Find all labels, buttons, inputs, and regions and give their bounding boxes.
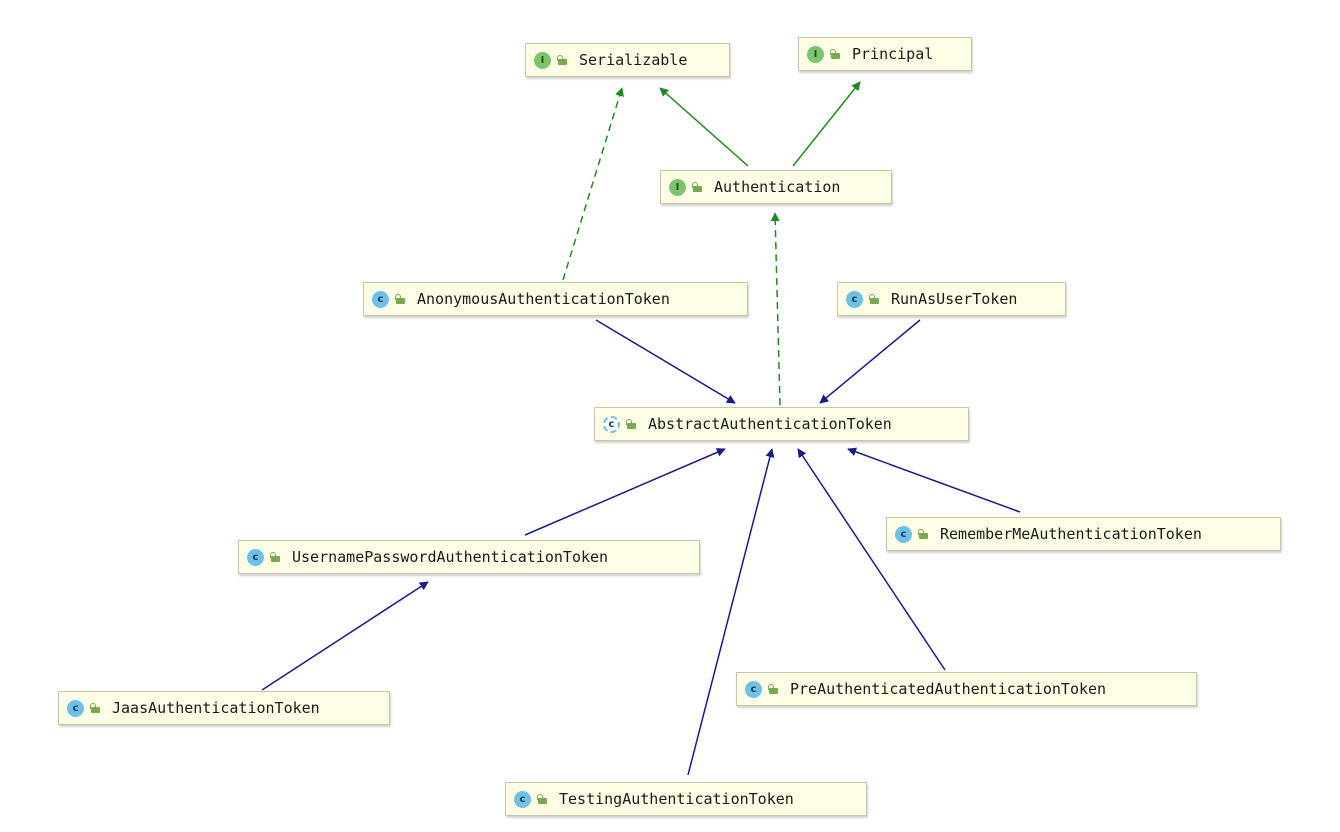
node-serializable[interactable]: I Serializable: [525, 43, 730, 77]
lock-icon: [557, 55, 567, 65]
node-label: AnonymousAuthenticationToken: [417, 290, 670, 308]
node-preauthenticated-authentication-token[interactable]: c PreAuthenticatedAuthenticationToken: [736, 672, 1197, 706]
edge-jaas-to-usernamepassword: [261, 581, 429, 691]
edge-anonymous-to-abstract: [595, 319, 736, 404]
edge-usernamepassword-to-abstract: [524, 448, 726, 536]
lock-icon: [270, 552, 280, 562]
lock-icon: [918, 529, 928, 539]
class-icon: c: [514, 790, 531, 808]
node-label: RememberMeAuthenticationToken: [940, 525, 1202, 543]
node-label: PreAuthenticatedAuthenticationToken: [790, 680, 1107, 698]
node-label: Serializable: [579, 51, 688, 69]
class-icon: c: [372, 290, 389, 308]
lock-icon: [90, 703, 100, 713]
node-authentication[interactable]: I Authentication: [660, 170, 892, 204]
node-rememberme-authentication-token[interactable]: c RememberMeAuthenticationToken: [886, 517, 1281, 551]
class-icon: c: [745, 680, 762, 698]
edge-authentication-to-principal: [792, 81, 861, 167]
node-usernamepassword-authentication-token[interactable]: c UsernamePasswordAuthenticationToken: [238, 540, 700, 574]
class-icon: c: [247, 548, 264, 566]
lock-icon: [869, 294, 879, 304]
node-label: JaasAuthenticationToken: [112, 699, 320, 717]
edge-testing-to-abstract: [687, 448, 775, 776]
lock-icon: [537, 794, 547, 804]
edge-anonymous-to-serializable: [562, 87, 624, 281]
lock-icon: [626, 419, 636, 429]
class-icon: c: [895, 525, 912, 543]
edge-runas-to-abstract: [819, 319, 921, 404]
node-label: TestingAuthenticationToken: [559, 790, 794, 808]
lock-icon: [830, 49, 840, 59]
node-label: Authentication: [714, 178, 841, 196]
interface-icon: I: [807, 45, 824, 63]
class-icon: c: [67, 699, 84, 717]
node-label: Principal: [852, 45, 934, 63]
class-icon: c: [846, 290, 863, 308]
node-jaas-authentication-token[interactable]: c JaasAuthenticationToken: [58, 691, 390, 725]
node-label: AbstractAuthenticationToken: [648, 415, 892, 433]
node-anonymous-authentication-token[interactable]: c AnonymousAuthenticationToken: [363, 282, 748, 316]
node-label: RunAsUserToken: [891, 290, 1018, 308]
node-label: UsernamePasswordAuthenticationToken: [292, 548, 609, 566]
lock-icon: [395, 294, 405, 304]
node-abstract-authentication-token[interactable]: c AbstractAuthenticationToken: [594, 407, 969, 441]
lock-icon: [692, 182, 702, 192]
node-principal[interactable]: I Principal: [798, 37, 972, 71]
lock-icon: [768, 684, 778, 694]
edge-abstract-to-authentication: [770, 212, 781, 406]
node-testing-authentication-token[interactable]: c TestingAuthenticationToken: [505, 782, 867, 816]
edge-rememberme-to-abstract: [847, 447, 1021, 513]
interface-icon: I: [534, 51, 551, 69]
interface-icon: I: [669, 178, 686, 196]
node-runasusertoken[interactable]: c RunAsUserToken: [837, 282, 1066, 316]
edge-authentication-to-serializable: [659, 87, 749, 167]
abstract-class-icon: c: [603, 415, 620, 433]
edge-preauth-to-abstract: [797, 448, 946, 671]
